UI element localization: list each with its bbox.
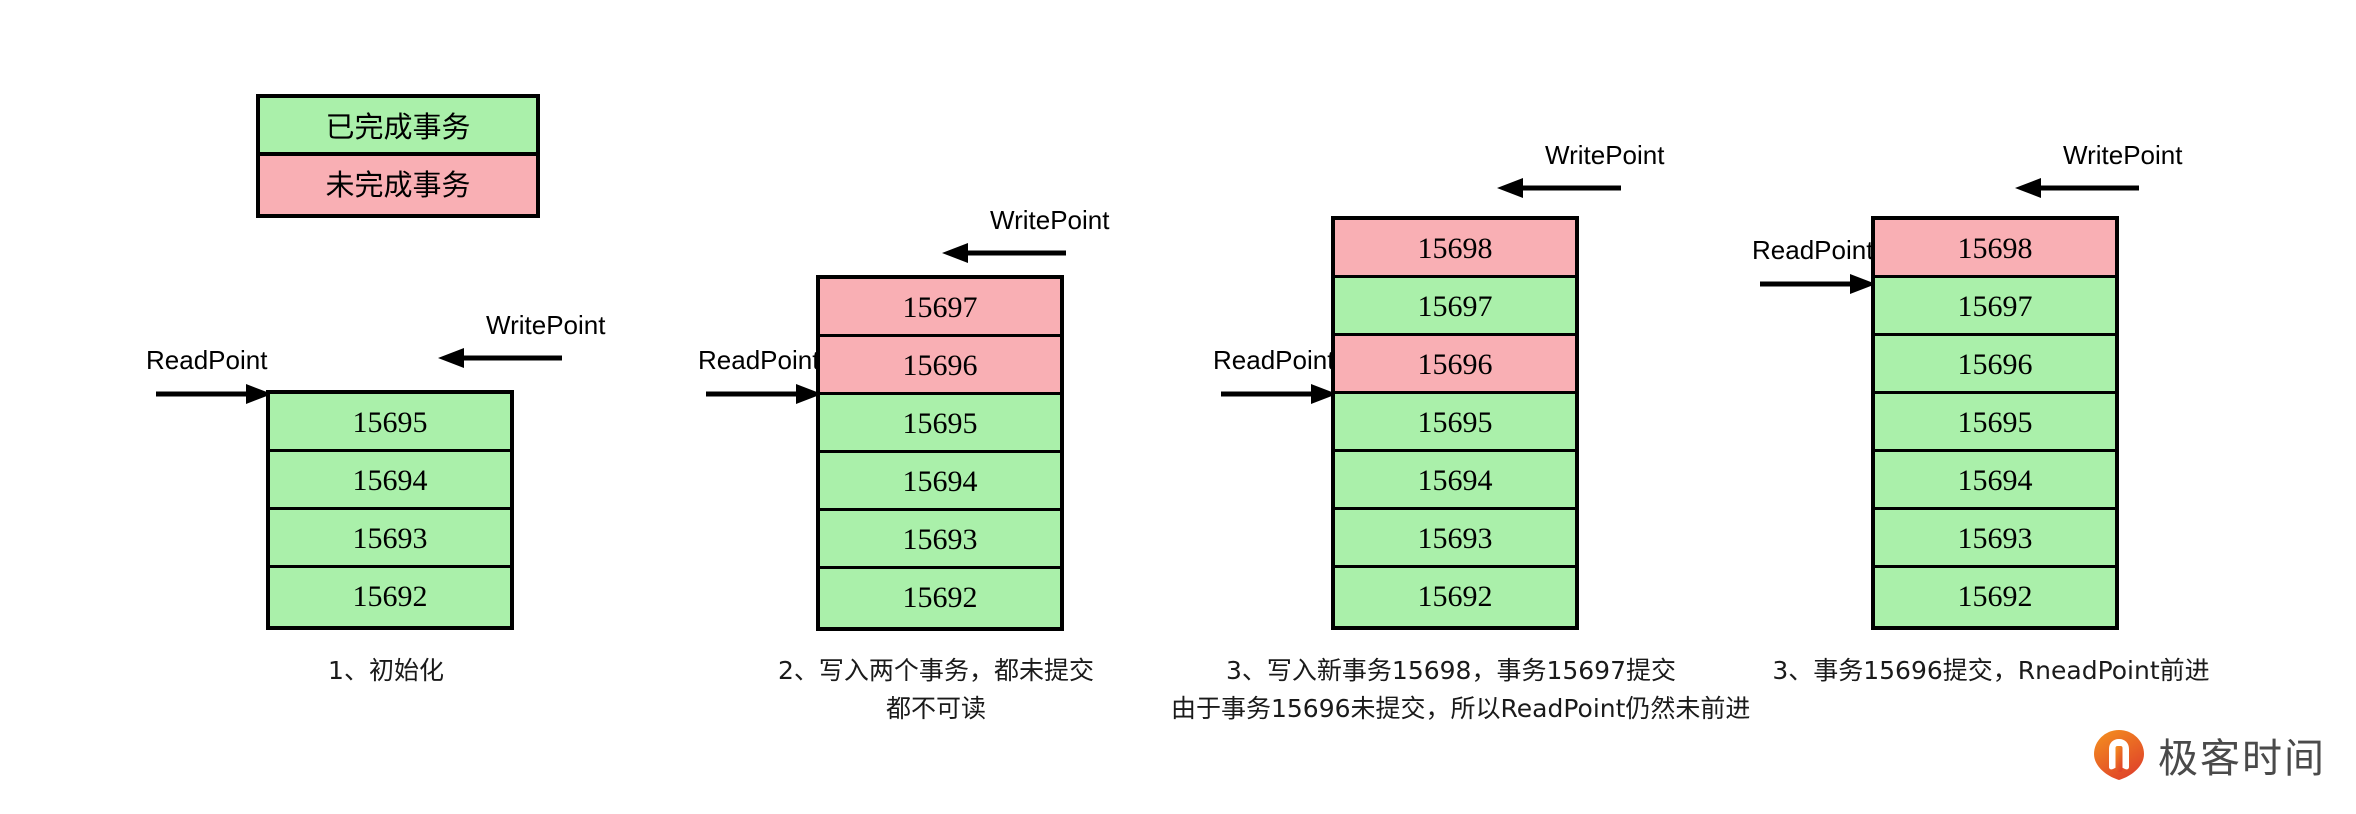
writepoint-arrow-col-4 xyxy=(2009,177,2139,199)
writepoint-label-col-4: WritePoint xyxy=(2063,140,2183,170)
readpoint-arrow-col-1 xyxy=(156,383,272,405)
transaction-cell: 15696 xyxy=(1335,336,1575,394)
geektime-logo-icon xyxy=(2092,728,2146,782)
transaction-cell: 15697 xyxy=(1335,278,1575,336)
transaction-cell: 15695 xyxy=(820,395,1060,453)
transaction-cell: 15693 xyxy=(820,511,1060,569)
caption-col-1: 1、初始化 xyxy=(266,652,506,690)
transaction-cell: 15695 xyxy=(1875,394,2115,452)
transaction-cell: 15692 xyxy=(820,569,1060,627)
caption-col-4: 3、事务15696提交，RneadPoint前进 xyxy=(1751,652,2231,690)
transaction-cell: 15698 xyxy=(1335,220,1575,278)
transaction-cell: 15697 xyxy=(820,279,1060,337)
readpoint-label-col-3: ReadPoint xyxy=(1213,345,1335,375)
caption-col-4-line-1: 3、事务15696提交，RneadPoint前进 xyxy=(1772,656,2210,685)
transaction-cell: 15694 xyxy=(270,452,510,510)
transaction-cell: 15698 xyxy=(1875,220,2115,278)
readpoint-arrow-col-4 xyxy=(1760,273,1876,295)
readpoint-label-col-2: ReadPoint xyxy=(698,345,820,375)
readpoint-arrow-col-2 xyxy=(706,383,822,405)
writepoint-label-col-1: WritePoint xyxy=(486,310,606,340)
geektime-watermark: 极客时间 xyxy=(2092,726,2326,784)
caption-col-2-line-1: 2、写入两个事务，都未提交 xyxy=(778,656,1094,685)
legend-undone-transaction: 未完成事务 xyxy=(260,156,536,214)
writepoint-arrow-col-3 xyxy=(1491,177,1621,199)
transaction-cell: 15694 xyxy=(1335,452,1575,510)
transaction-cell: 15692 xyxy=(270,568,510,626)
caption-col-3: 3、写入新事务15698，事务15697提交 由于事务15696未提交，所以Re… xyxy=(1171,652,1751,728)
readpoint-arrow-col-3 xyxy=(1221,383,1337,405)
legend-done-transaction: 已完成事务 xyxy=(260,98,536,156)
writepoint-arrow-col-2 xyxy=(936,242,1066,264)
caption-col-3-line-2: 由于事务15696未提交，所以ReadPoint仍然未前进 xyxy=(1171,694,1751,723)
transaction-cell: 15693 xyxy=(1335,510,1575,568)
caption-col-3-line-1: 3、写入新事务15698，事务15697提交 xyxy=(1226,656,1676,685)
readpoint-label-col-4: ReadPoint xyxy=(1752,235,1874,265)
writepoint-label-col-3: WritePoint xyxy=(1545,140,1665,170)
legend-box: 已完成事务 未完成事务 xyxy=(256,94,540,218)
transaction-cell: 15697 xyxy=(1875,278,2115,336)
readpoint-label-col-1: ReadPoint xyxy=(146,345,268,375)
caption-col-1-line-1: 1、初始化 xyxy=(328,656,444,685)
transaction-cell: 15695 xyxy=(1335,394,1575,452)
caption-col-2-line-2: 都不可读 xyxy=(885,694,986,723)
transaction-cell: 15694 xyxy=(1875,452,2115,510)
transaction-cell: 15692 xyxy=(1335,568,1575,626)
transaction-cell: 15693 xyxy=(1875,510,2115,568)
transaction-cell: 15692 xyxy=(1875,568,2115,626)
transaction-cell: 15696 xyxy=(1875,336,2115,394)
caption-col-2: 2、写入两个事务，都未提交 都不可读 xyxy=(736,652,1136,728)
transaction-cell: 15695 xyxy=(270,394,510,452)
writepoint-label-col-2: WritePoint xyxy=(990,205,1110,235)
geektime-brand-text: 极客时间 xyxy=(2158,736,2326,782)
transaction-cell: 15696 xyxy=(820,337,1060,395)
transaction-cell: 15693 xyxy=(270,510,510,568)
writepoint-arrow-col-1 xyxy=(432,347,562,369)
transaction-cell: 15694 xyxy=(820,453,1060,511)
